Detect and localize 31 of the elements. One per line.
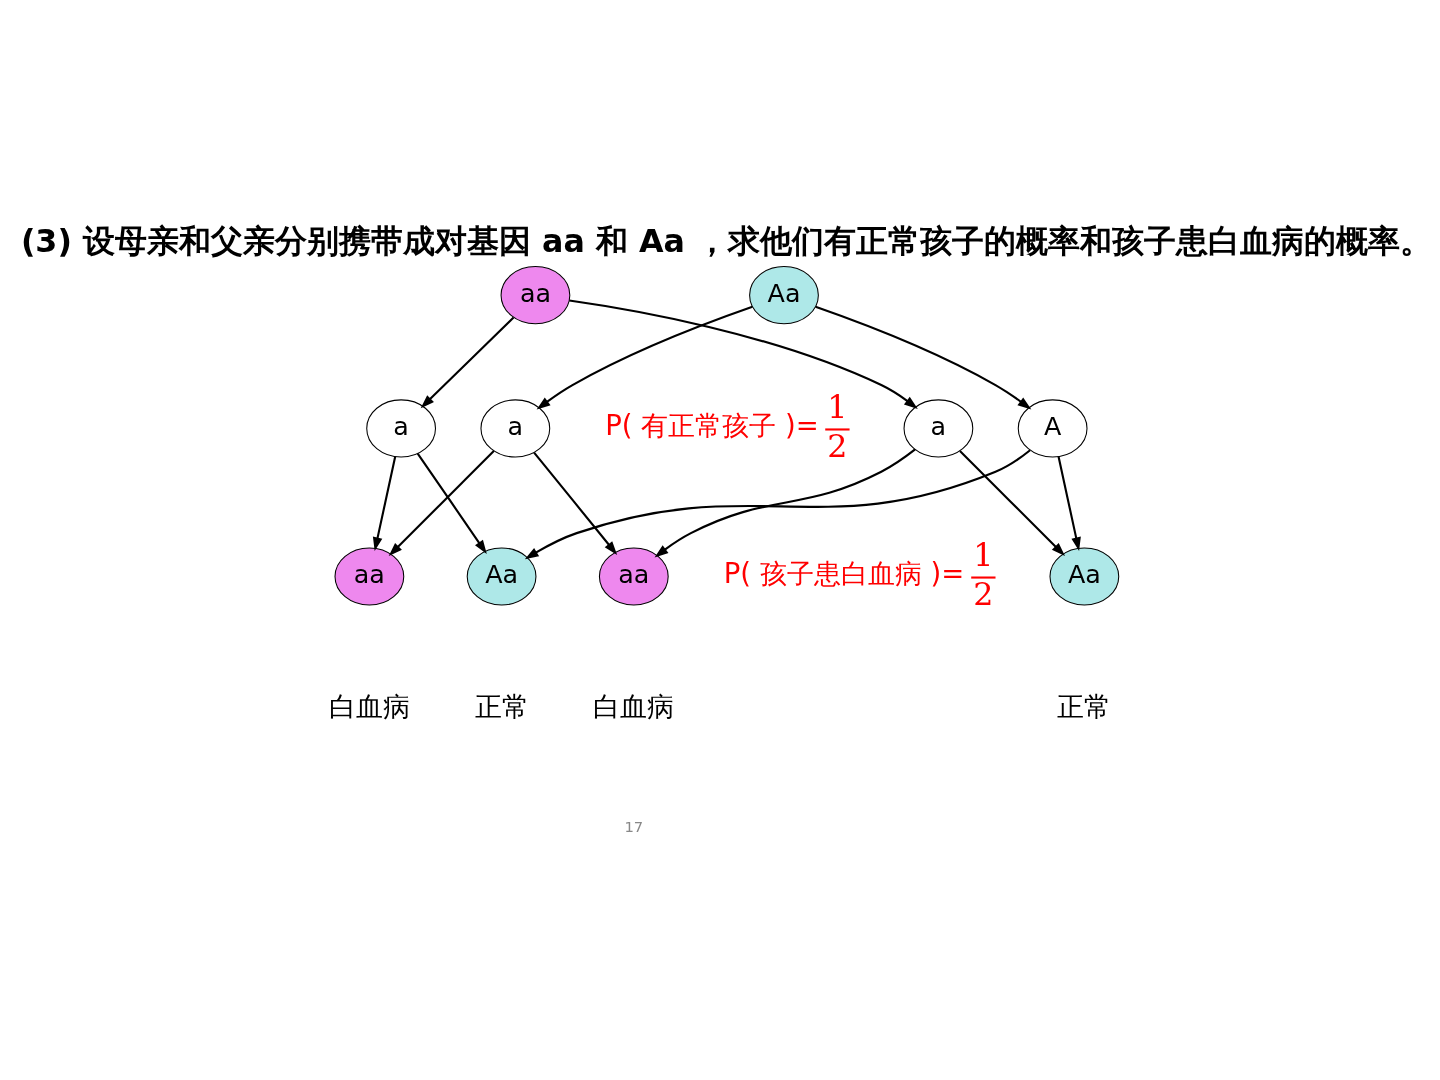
label: 2 [973, 576, 994, 613]
node-label: 白血病 [328, 690, 410, 723]
node-ellipse: a [903, 399, 974, 458]
arrow [1057, 456, 1081, 552]
diagram-title: (3) 设母亲和父亲分别携带成对基因 aa 和 Aa ，求他们有正常孩子的概率和孩子患白血病的概率。 [20, 222, 1432, 259]
label: 17 [624, 818, 644, 836]
node-ellipse: Aa [749, 266, 819, 325]
label: P( 有正常孩子 )= [605, 409, 819, 442]
arrow [372, 456, 397, 552]
label: 1 [827, 388, 848, 425]
node-label: 正常 [474, 690, 529, 723]
label: P( 孩子患白血病 )= [723, 557, 965, 590]
node-ellipse: a [366, 399, 436, 458]
label: 1 [973, 536, 994, 573]
arrow [815, 305, 1032, 410]
node-ellipse: Aa [466, 547, 537, 606]
arrow [416, 452, 487, 554]
arrow [654, 448, 916, 558]
label: 2 [827, 427, 848, 464]
node-label: 白血病 [593, 690, 675, 723]
node-ellipse: Aa [1049, 547, 1120, 606]
arrow [420, 316, 515, 409]
arrow [536, 305, 753, 410]
arrow [388, 450, 495, 557]
arrow [959, 450, 1065, 557]
arrow [533, 451, 618, 555]
node-ellipse: aa [500, 266, 571, 325]
node-ellipse: aa [334, 547, 405, 606]
arrow [524, 449, 1031, 560]
arrow [569, 299, 918, 409]
node-label: 正常 [1057, 690, 1112, 723]
